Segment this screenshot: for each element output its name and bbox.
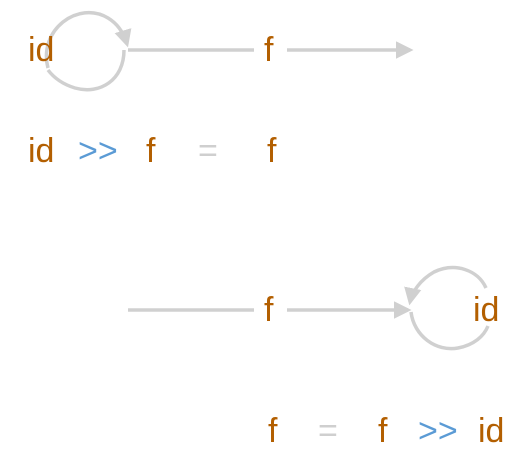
eq-bottom-compose-operator: >>: [418, 412, 458, 450]
top-f-label: f: [264, 31, 274, 69]
top-id-loop-arrow: [44, 11, 132, 69]
bottom-id-loop-return: [409, 311, 490, 351]
eq-top-f-left: f: [146, 132, 156, 170]
bottom-id-label: id: [473, 291, 500, 329]
eq-bottom-f-left: f: [268, 412, 278, 450]
bottom-f-label: f: [264, 291, 274, 329]
eq-bottom-f-right: f: [378, 412, 388, 450]
eq-top-equals: =: [198, 132, 218, 170]
eq-top-f-right: f: [267, 132, 277, 170]
top-id-label: id: [28, 31, 55, 69]
eq-bottom-equals: =: [318, 412, 338, 450]
bottom-id-loop-arrow: [404, 265, 488, 306]
top-id-loop-return: [46, 49, 126, 92]
eq-bottom-id: id: [478, 412, 505, 450]
eq-top-compose-operator: >>: [78, 132, 118, 170]
eq-top-id: id: [28, 132, 55, 170]
